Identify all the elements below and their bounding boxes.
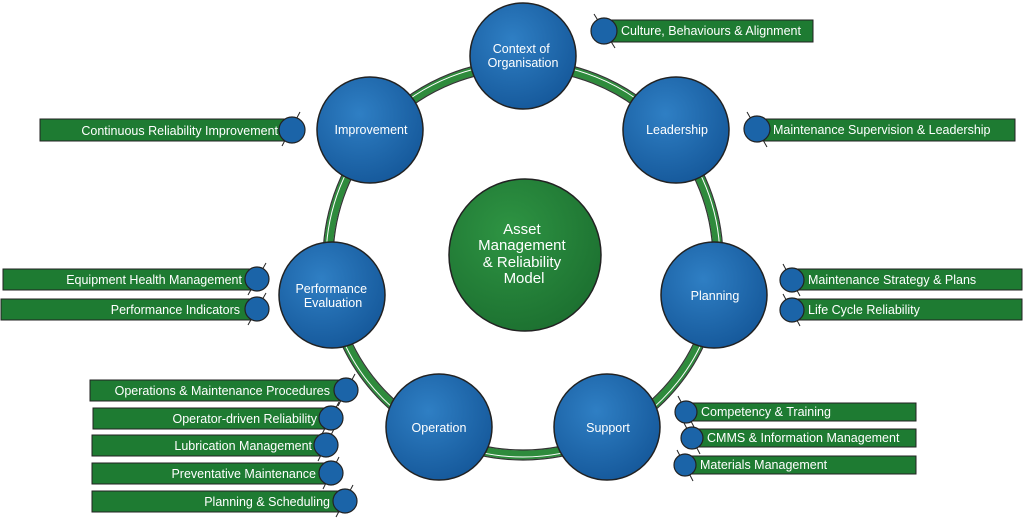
- node-context-of-organisation: Context of Organisation: [469, 2, 577, 110]
- label-equipment-health: Equipment Health Management: [2, 262, 270, 296]
- label-text: Maintenance Strategy & Plans: [808, 273, 976, 287]
- node-label: Evaluation: [304, 296, 362, 310]
- label-lubrication: Lubrication Management: [91, 428, 339, 462]
- svg-text:Context of Organisation: Context of Organisation: [488, 42, 559, 70]
- svg-text:Asset Management &: Asset Management & Reliability Model: [478, 221, 570, 287]
- svg-text:Performance Evaluation: Performance Evaluation: [295, 282, 370, 310]
- node-operation: Operation: [385, 373, 493, 481]
- label-text: Preventative Maintenance: [171, 467, 316, 481]
- node-planning: Planning: [660, 241, 768, 349]
- node-support: Support: [553, 373, 661, 481]
- label-cmms: CMMS & Information Management: [680, 422, 917, 455]
- label-kpi: Performance Indicators: [0, 292, 270, 326]
- label-text: CMMS & Information Management: [707, 431, 900, 445]
- center-line: Model: [504, 270, 545, 287]
- node-leadership: Leadership: [622, 76, 730, 184]
- label-materials: Materials Management: [673, 449, 917, 482]
- label-lifecycle: Life Cycle Reliability: [779, 293, 1023, 327]
- label-text: Competency & Training: [701, 405, 831, 419]
- label-text: Materials Management: [700, 458, 828, 472]
- node-label: Improvement: [335, 123, 408, 137]
- label-supervision: Maintenance Supervision & Leadership: [743, 111, 1016, 148]
- center-line: Management: [478, 237, 566, 254]
- label-preventative: Preventative Maintenance: [91, 456, 344, 490]
- label-text: Planning & Scheduling: [204, 495, 330, 509]
- label-text: Operations & Maintenance Procedures: [115, 384, 330, 398]
- label-text: Maintenance Supervision & Leadership: [773, 123, 991, 137]
- label-continuous: Continuous Reliability Improvement: [39, 111, 306, 147]
- node-label: Context of: [493, 42, 551, 56]
- node-label: Organisation: [488, 56, 559, 70]
- node-label: Planning: [691, 289, 740, 303]
- label-text: Culture, Behaviours & Alignment: [621, 24, 801, 38]
- center-line: Asset: [503, 221, 541, 238]
- label-om-procedures: Operations & Maintenance Procedures: [89, 373, 359, 407]
- node-performance-evaluation: Performance Evaluation: [278, 241, 386, 349]
- label-planning-scheduling: Planning & Scheduling: [91, 484, 358, 518]
- label-odr: Operator-driven Reliability: [92, 401, 344, 435]
- center-line: & Reliability: [483, 254, 562, 271]
- node-label: Performance: [295, 282, 367, 296]
- center-node: Asset Management & Reliability Model: [448, 178, 602, 332]
- label-culture: Culture, Behaviours & Alignment: [590, 13, 814, 49]
- label-text: Performance Indicators: [111, 303, 240, 317]
- node-improvement: Improvement: [316, 76, 424, 184]
- node-label: Operation: [412, 421, 467, 435]
- label-competency: Competency & Training: [674, 395, 917, 428]
- node-label: Support: [586, 421, 630, 435]
- label-text: Lubrication Management: [174, 439, 312, 453]
- node-label: Leadership: [646, 123, 708, 137]
- label-text: Continuous Reliability Improvement: [81, 124, 278, 138]
- label-text: Operator-driven Reliability: [172, 412, 317, 426]
- label-text: Equipment Health Management: [66, 273, 242, 287]
- label-text: Life Cycle Reliability: [808, 303, 921, 317]
- label-strategy: Maintenance Strategy & Plans: [779, 263, 1023, 297]
